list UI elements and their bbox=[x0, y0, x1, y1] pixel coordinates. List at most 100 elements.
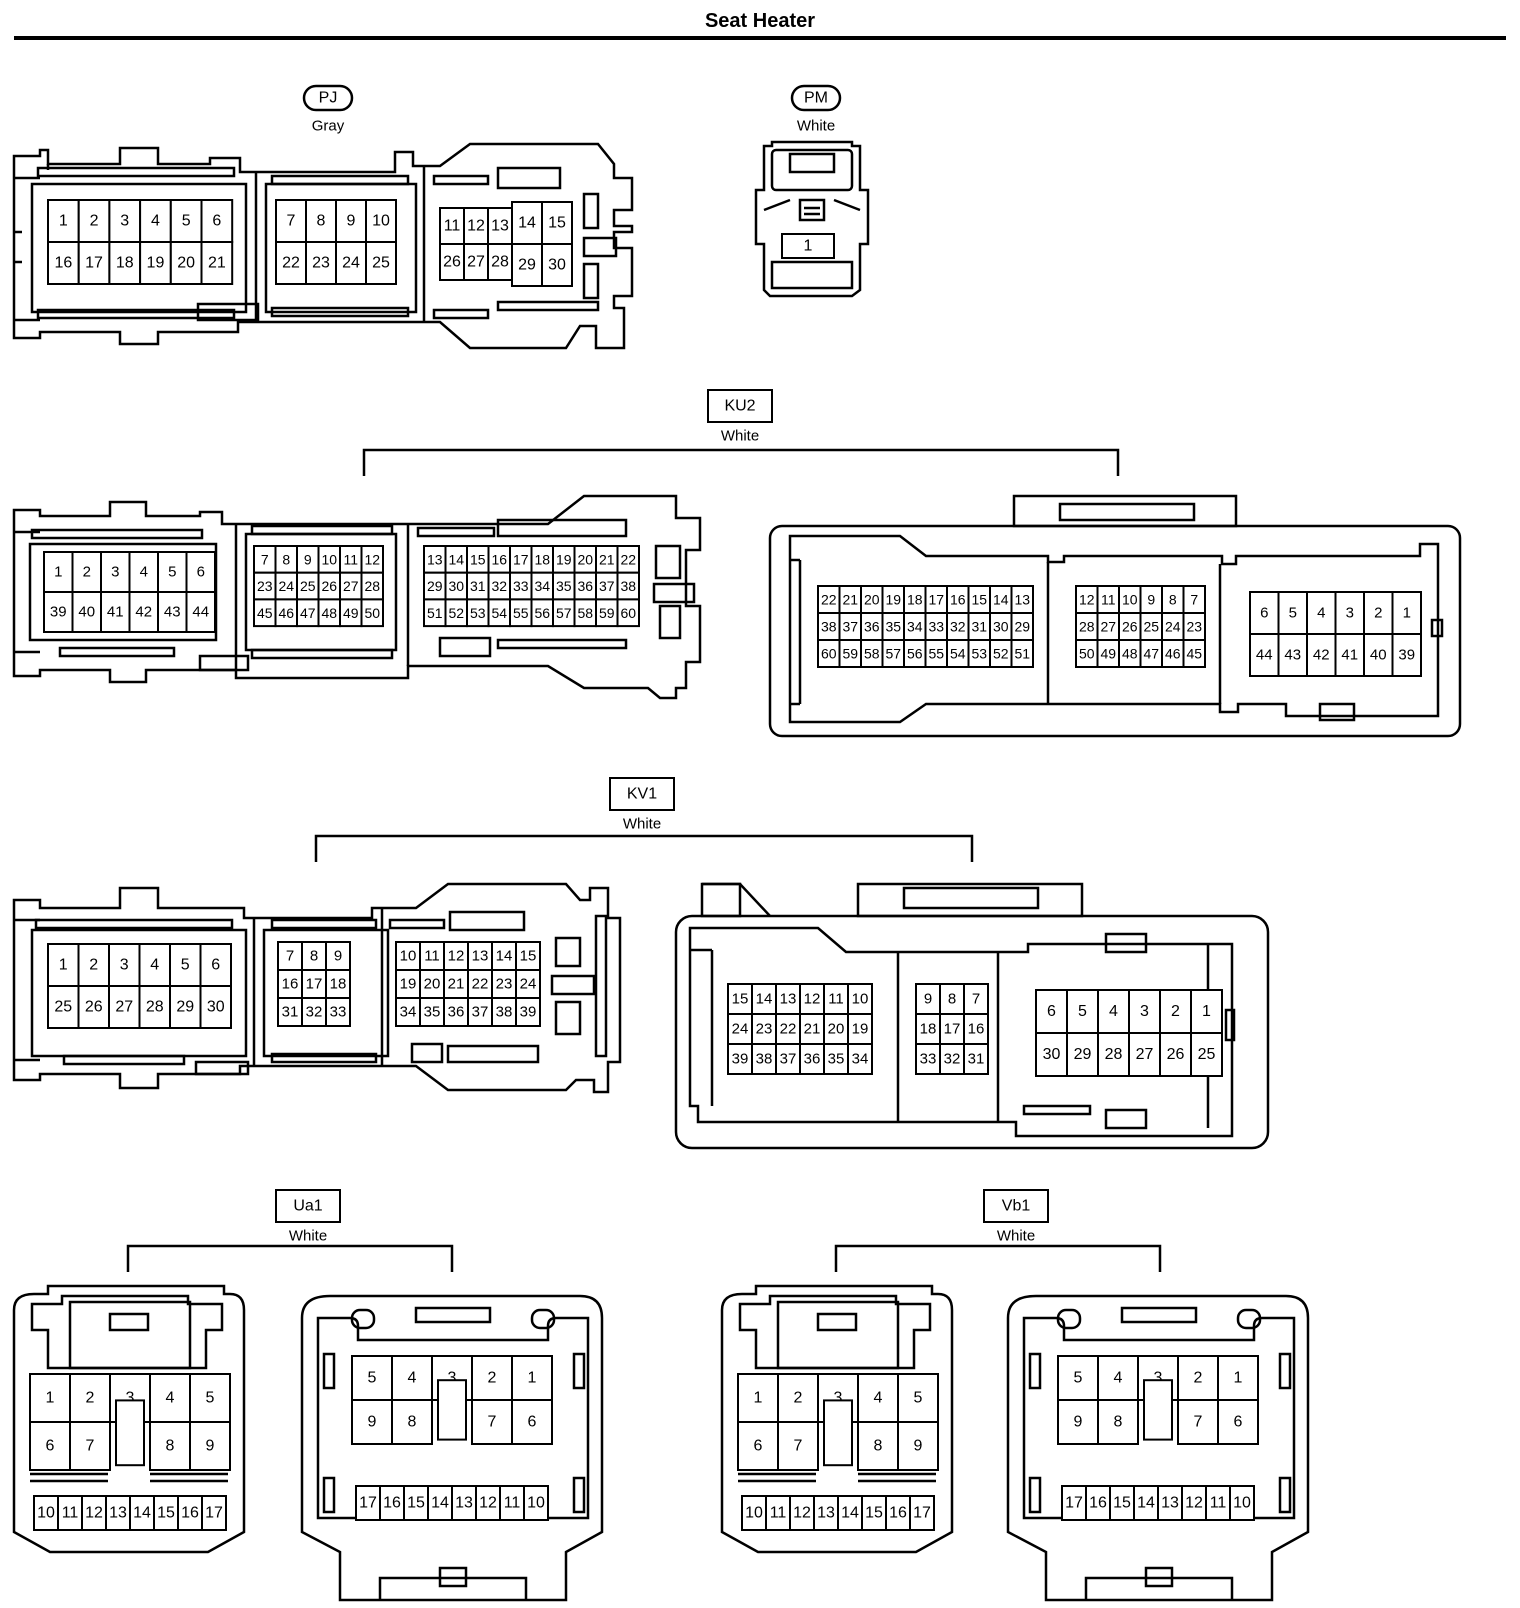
pin-number: 2 bbox=[89, 957, 98, 974]
pin-number: 12 bbox=[85, 1505, 103, 1522]
pin-cell bbox=[467, 997, 493, 1027]
page-title: Seat Heater bbox=[704, 10, 816, 32]
kv1-bracket bbox=[314, 834, 974, 862]
pin-cell bbox=[1097, 1032, 1130, 1077]
pin-number: 6 bbox=[212, 213, 221, 230]
pin-cell bbox=[177, 1495, 203, 1531]
pin-number: 27 bbox=[115, 999, 133, 1016]
pin-number: 4 bbox=[150, 957, 159, 974]
pin-number: 46 bbox=[1165, 646, 1181, 662]
pin-number: 6 bbox=[1234, 1414, 1243, 1431]
pin-number: 33 bbox=[513, 578, 529, 594]
pin-cell bbox=[301, 997, 327, 1027]
pin-number: 13 bbox=[472, 948, 489, 965]
pin-number: 23 bbox=[312, 255, 330, 272]
pin-number: 49 bbox=[343, 605, 359, 621]
pin-number: 51 bbox=[1014, 646, 1030, 662]
pin-number: 5 bbox=[206, 1390, 215, 1407]
pin-number: 14 bbox=[496, 948, 513, 965]
ua1-right-body bbox=[300, 1294, 604, 1602]
pin-number: 13 bbox=[491, 218, 509, 235]
pin-number: 32 bbox=[944, 1051, 961, 1068]
pin-number: 28 bbox=[364, 578, 380, 594]
pin-cell bbox=[523, 1485, 549, 1521]
pin-number: 36 bbox=[577, 578, 593, 594]
pin-number: 30 bbox=[207, 999, 225, 1016]
pin-number: 39 bbox=[1398, 647, 1415, 664]
pin-number: 16 bbox=[889, 1505, 907, 1522]
pin-number: 1 bbox=[1202, 1003, 1211, 1020]
pin-number: 10 bbox=[527, 1495, 545, 1512]
pin-number: 15 bbox=[548, 215, 566, 232]
pin-number: 48 bbox=[321, 605, 337, 621]
pin-number: 5 bbox=[1078, 1003, 1087, 1020]
pin-number: 5 bbox=[182, 213, 191, 230]
pin-number: 8 bbox=[166, 1438, 175, 1455]
pm-connector-body bbox=[754, 140, 870, 298]
pin-number: 13 bbox=[1014, 592, 1030, 608]
pin-number: 10 bbox=[37, 1505, 55, 1522]
pin-number: 5 bbox=[368, 1370, 377, 1387]
pin-number: 37 bbox=[780, 1051, 797, 1068]
pin-number: 2 bbox=[794, 1390, 803, 1407]
pin-number: 37 bbox=[472, 1004, 489, 1021]
pin-number: 13 bbox=[1161, 1495, 1179, 1512]
pin-number: 59 bbox=[842, 646, 858, 662]
pin-number: 26 bbox=[1122, 619, 1138, 635]
pin-cell bbox=[1306, 591, 1337, 635]
pin-number: 16 bbox=[968, 1021, 985, 1038]
pin-number: 3 bbox=[834, 1390, 843, 1407]
pin-number: 2 bbox=[90, 213, 99, 230]
pin-number: 12 bbox=[364, 551, 380, 567]
pin-number: 7 bbox=[488, 1414, 497, 1431]
pin-number: 57 bbox=[885, 646, 901, 662]
pin-number: 49 bbox=[1100, 646, 1116, 662]
pin-number: 1 bbox=[59, 957, 68, 974]
pin-cell bbox=[897, 1421, 939, 1471]
connector-code: PM bbox=[804, 90, 828, 107]
pin-number: 15 bbox=[157, 1505, 175, 1522]
pin-cell bbox=[463, 207, 489, 245]
pin-number: 17 bbox=[205, 1505, 223, 1522]
pin-number: 39 bbox=[520, 1004, 537, 1021]
pin-number: 11 bbox=[770, 1505, 787, 1522]
pin-cell bbox=[169, 943, 202, 987]
pin-number: 28 bbox=[146, 999, 164, 1016]
pin-cell bbox=[1190, 989, 1223, 1034]
pin-number: 3 bbox=[1140, 1003, 1149, 1020]
connector-tag-frame bbox=[790, 84, 842, 112]
pin-number: 4 bbox=[151, 213, 160, 230]
pin-cell bbox=[1182, 639, 1206, 668]
ku2-right-body bbox=[768, 494, 1462, 738]
connector-tag-frame bbox=[609, 777, 675, 811]
pin-number: 36 bbox=[448, 1004, 465, 1021]
pin-cell bbox=[395, 969, 421, 999]
pin-number: 17 bbox=[513, 551, 529, 567]
pin-number: 8 bbox=[874, 1438, 883, 1455]
pin-number: 14 bbox=[1137, 1495, 1155, 1512]
pin-number: 12 bbox=[479, 1495, 497, 1512]
pin-cell bbox=[1306, 633, 1337, 677]
pin-number: 31 bbox=[968, 1051, 985, 1068]
pin-cell bbox=[1128, 1032, 1161, 1077]
pin-number: 40 bbox=[1370, 647, 1387, 664]
pin-cell bbox=[199, 943, 232, 987]
pin-number: 18 bbox=[907, 592, 923, 608]
pin-number: 55 bbox=[513, 605, 529, 621]
pin-number: 42 bbox=[1313, 647, 1330, 664]
pin-number: 16 bbox=[181, 1505, 199, 1522]
pin-number: 27 bbox=[1136, 1046, 1154, 1063]
pin-number: 5 bbox=[1074, 1370, 1083, 1387]
pin-cell bbox=[1097, 1399, 1139, 1445]
connector-tag-frame bbox=[302, 84, 354, 112]
pin-number: 1 bbox=[754, 1390, 763, 1407]
pin-cell bbox=[1035, 1032, 1068, 1077]
ua1-left-body bbox=[12, 1284, 246, 1554]
pin-number: 6 bbox=[197, 564, 205, 581]
pin-number: 7 bbox=[972, 991, 980, 1008]
